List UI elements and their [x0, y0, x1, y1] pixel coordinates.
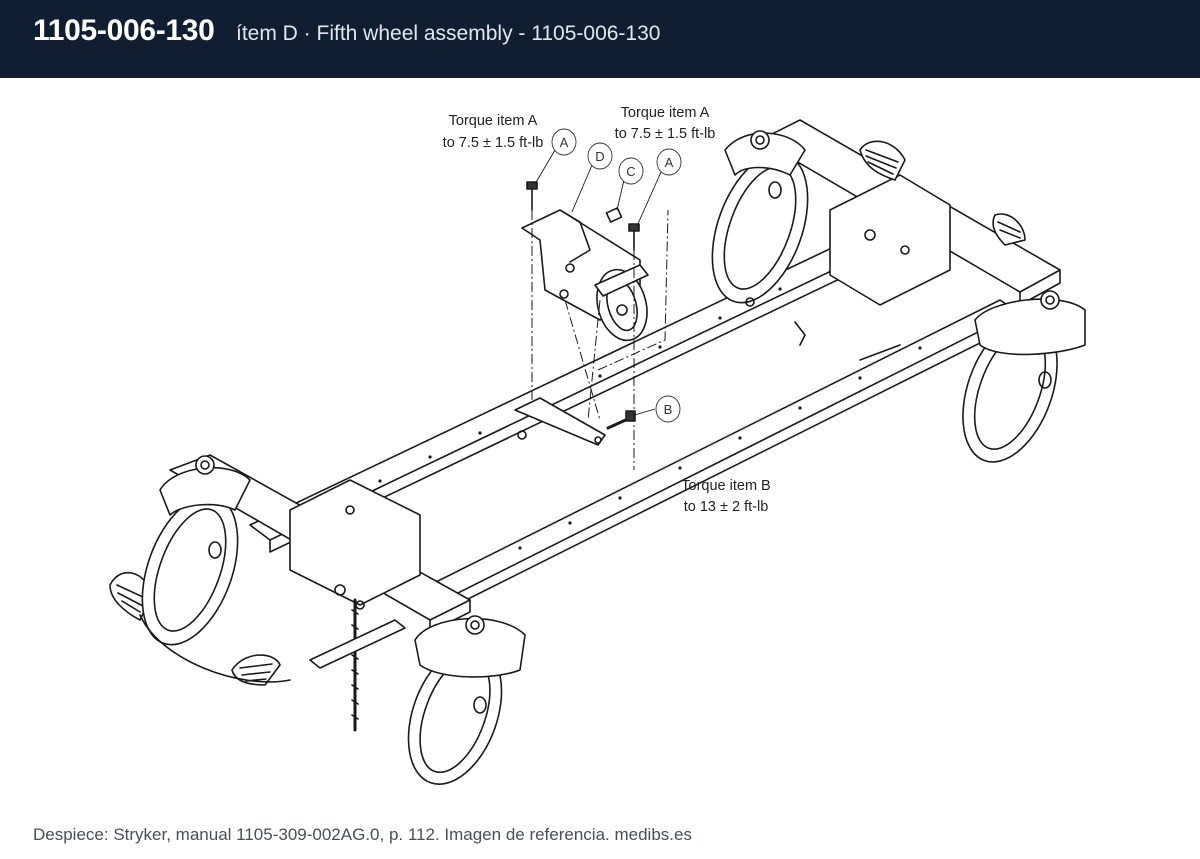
svg-text:to 7.5 ± 1.5 ft-lb: to 7.5 ± 1.5 ft-lb	[443, 135, 544, 151]
torque-callout-a-right: Torque item A to 7.5 ± 1.5 ft-lb	[615, 105, 716, 142]
source-caption: Despiece: Stryker, manual 1105-309-002AG…	[33, 825, 692, 844]
svg-text:B: B	[664, 402, 673, 417]
part-number-title: 1105-006-130	[33, 14, 215, 47]
item-subtitle: ítem D · Fifth wheel assembly - 1105-006…	[236, 22, 661, 45]
torque-callout-b: Torque item B to 13 ± 2 ft-lb	[681, 478, 770, 515]
chain	[351, 598, 359, 732]
bolt-b	[606, 410, 636, 430]
svg-text:Torque item B: Torque item B	[681, 478, 770, 494]
rear-cross-member	[759, 119, 1061, 306]
front-cross-member	[169, 454, 471, 633]
rear-pedal-right	[859, 140, 906, 181]
screw-a-left	[526, 181, 538, 211]
caster-wheel-front-bottom	[407, 645, 503, 785]
svg-text:C: C	[626, 164, 635, 179]
assembly-lines	[531, 209, 669, 470]
balloon-d: D	[587, 142, 613, 170]
frame-rail-rear	[419, 299, 1019, 615]
rear-pedal-left	[992, 213, 1026, 246]
svg-text:Torque item A: Torque item A	[449, 113, 538, 129]
bumper-front	[139, 455, 526, 683]
torque-callout-a-left: Torque item A to 7.5 ± 1.5 ft-lb	[443, 113, 544, 151]
balloon-a-right: A	[656, 148, 682, 176]
balloon-c: C	[618, 157, 644, 185]
spacer-c	[605, 207, 623, 223]
svg-text:D: D	[595, 149, 604, 164]
balloon-leaders	[534, 149, 662, 416]
svg-text:to 7.5 ± 1.5 ft-lb: to 7.5 ± 1.5 ft-lb	[615, 126, 716, 142]
rail-fitting-center	[745, 297, 901, 361]
svg-text:A: A	[560, 135, 569, 150]
svg-text:A: A	[665, 155, 674, 170]
bracket-plate	[309, 619, 406, 669]
svg-text:Torque item A: Torque item A	[621, 105, 710, 121]
exploded-diagram: A D C A B Torque item A to 7.5 ± 1.5 ft-…	[109, 105, 1086, 785]
screw-a-right	[628, 223, 640, 251]
svg-text:to 13 ± 2 ft-lb: to 13 ± 2 ft-lb	[684, 499, 769, 515]
header-bar: 1105-006-130 ítem D · Fifth wheel assemb…	[0, 0, 1200, 78]
balloon-b: B	[655, 395, 681, 423]
mounting-bracket	[514, 397, 606, 446]
balloon-a-left: A	[551, 128, 577, 156]
bumper-rear	[724, 130, 1086, 356]
